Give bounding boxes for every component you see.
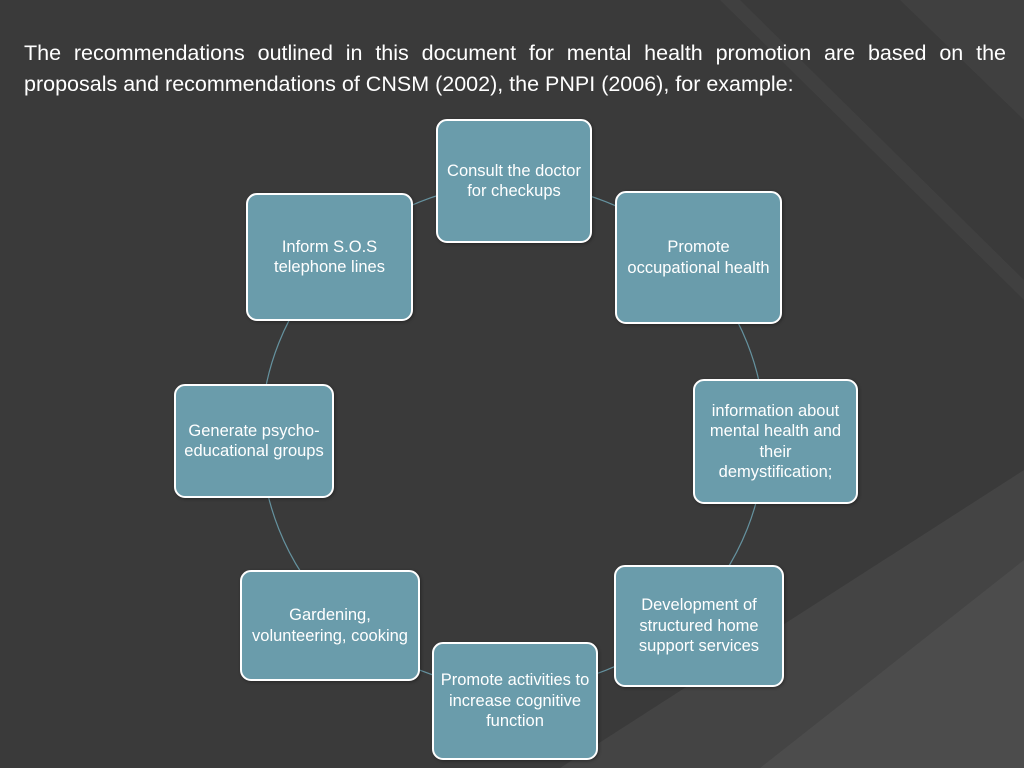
node-label: Generate psycho-educational groups — [184, 421, 324, 461]
node-occupational-health: Promote occupational health — [615, 191, 782, 324]
node-sos-lines: Inform S.O.S telephone lines — [246, 193, 413, 321]
node-consult-doctor: Consult the doctor for checkups — [436, 119, 592, 243]
node-label: Promote activities to increase cognitive… — [440, 671, 590, 731]
node-psychoeducational-groups: Generate psycho-educational groups — [174, 384, 334, 498]
node-cognitive-activities: Promote activities to increase cognitive… — [432, 642, 598, 760]
node-label: Promote occupational health — [627, 238, 770, 277]
node-label: Consult the doctor for checkups — [447, 161, 581, 201]
node-label: information about mental health and thei… — [709, 401, 842, 482]
node-gardening-volunteering: Gardening, volunteering, cooking — [240, 570, 420, 681]
intro-paragraph: The recommendations outlined in this doc… — [24, 41, 1006, 96]
node-label: Gardening, volunteering, cooking — [252, 606, 408, 645]
node-home-support: Development of structured home support s… — [614, 565, 784, 687]
node-label: Inform S.O.S telephone lines — [273, 237, 385, 277]
node-mental-health-info: information about mental health and thei… — [693, 379, 858, 504]
node-label: Development of structured home support s… — [638, 596, 760, 656]
